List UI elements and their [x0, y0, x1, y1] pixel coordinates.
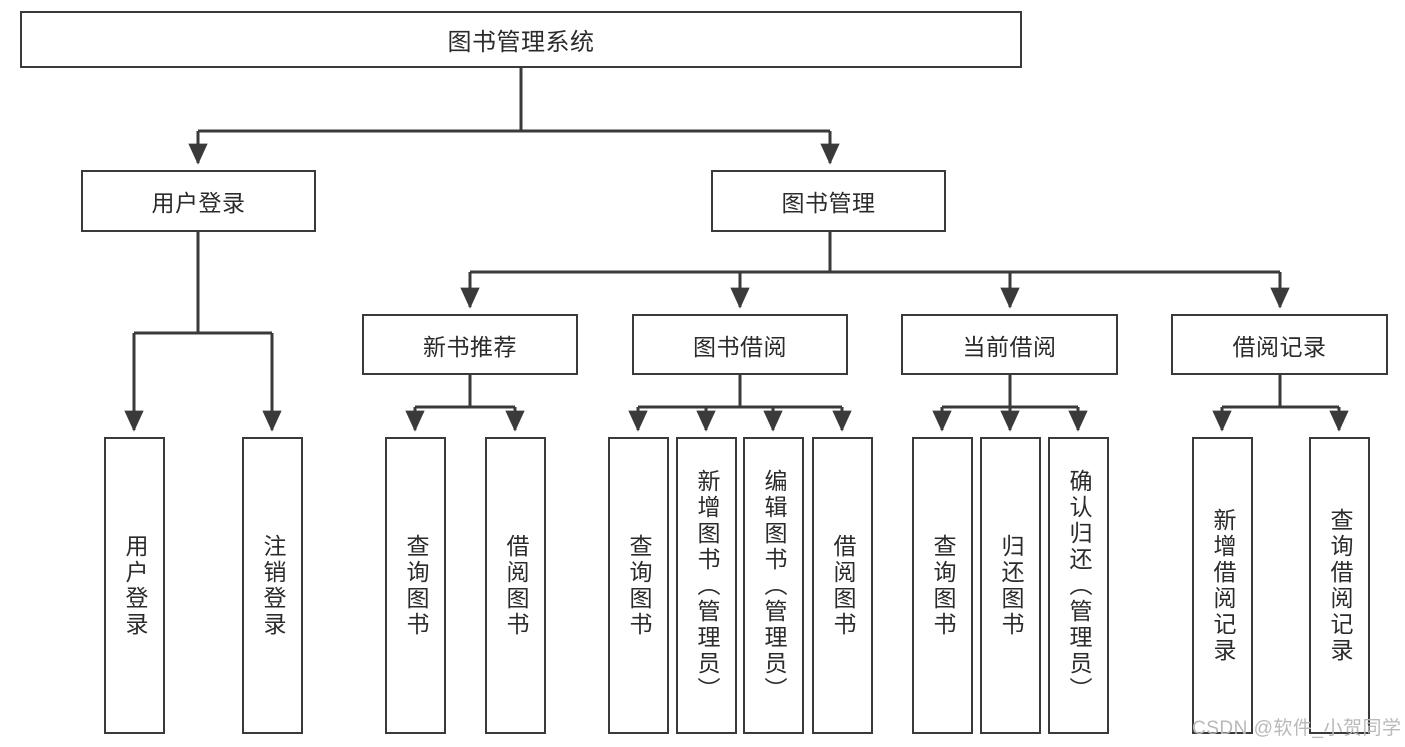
- node-label: 编辑图书（管理员）: [761, 468, 787, 703]
- leaf-borrow-query-book[interactable]: 查询图书: [608, 437, 669, 734]
- node-label: 查询图书: [930, 533, 956, 638]
- node-label: 归还图书: [998, 533, 1024, 638]
- leaf-borrow-edit-book-admin[interactable]: 编辑图书（管理员）: [743, 437, 804, 734]
- node-borrow-record[interactable]: 借阅记录: [1171, 314, 1388, 375]
- node-label: 图书管理: [781, 190, 876, 216]
- node-new-book-recommend[interactable]: 新书推荐: [362, 314, 578, 375]
- node-label: 用户登录: [151, 190, 246, 216]
- node-label: 用户登录: [122, 533, 148, 638]
- leaf-current-query-book[interactable]: 查询图书: [912, 437, 973, 734]
- leaf-current-return-book[interactable]: 归还图书: [980, 437, 1041, 734]
- leaf-record-add-record[interactable]: 新增借阅记录: [1192, 437, 1253, 734]
- leaf-user-login-signin[interactable]: 用户登录: [104, 437, 165, 734]
- node-label: 借阅图书: [830, 533, 856, 638]
- node-label: 图书借阅: [693, 333, 787, 360]
- node-label: 查询借阅记录: [1327, 507, 1353, 664]
- leaf-user-login-signout[interactable]: 注销登录: [242, 437, 303, 734]
- node-label: 借阅图书: [503, 533, 529, 638]
- node-current-borrow[interactable]: 当前借阅: [901, 314, 1118, 375]
- node-label: 确认归还（管理员）: [1066, 468, 1092, 703]
- node-label: 新书推荐: [423, 333, 517, 360]
- node-book-borrow[interactable]: 图书借阅: [632, 314, 848, 375]
- node-label: 当前借阅: [962, 333, 1057, 360]
- node-user-login[interactable]: 用户登录: [81, 170, 316, 232]
- node-label: 借阅记录: [1232, 333, 1327, 360]
- node-label: 查询图书: [403, 533, 429, 638]
- node-label: 查询图书: [626, 533, 652, 638]
- node-root-system[interactable]: 图书管理系统: [20, 11, 1022, 68]
- leaf-recommend-query-book[interactable]: 查询图书: [385, 437, 446, 734]
- leaf-borrow-add-book-admin[interactable]: 新增图书（管理员）: [676, 437, 737, 734]
- node-label: 注销登录: [260, 533, 286, 638]
- leaf-recommend-borrow-book[interactable]: 借阅图书: [485, 437, 546, 734]
- node-book-management[interactable]: 图书管理: [711, 170, 946, 232]
- node-label: 新增图书（管理员）: [694, 468, 720, 703]
- node-label: 新增借阅记录: [1210, 507, 1236, 664]
- leaf-borrow-borrow-book[interactable]: 借阅图书: [812, 437, 873, 734]
- node-label: 图书管理系统: [447, 29, 595, 56]
- leaf-current-confirm-return-admin[interactable]: 确认归还（管理员）: [1048, 437, 1109, 734]
- leaf-record-query-record[interactable]: 查询借阅记录: [1309, 437, 1370, 734]
